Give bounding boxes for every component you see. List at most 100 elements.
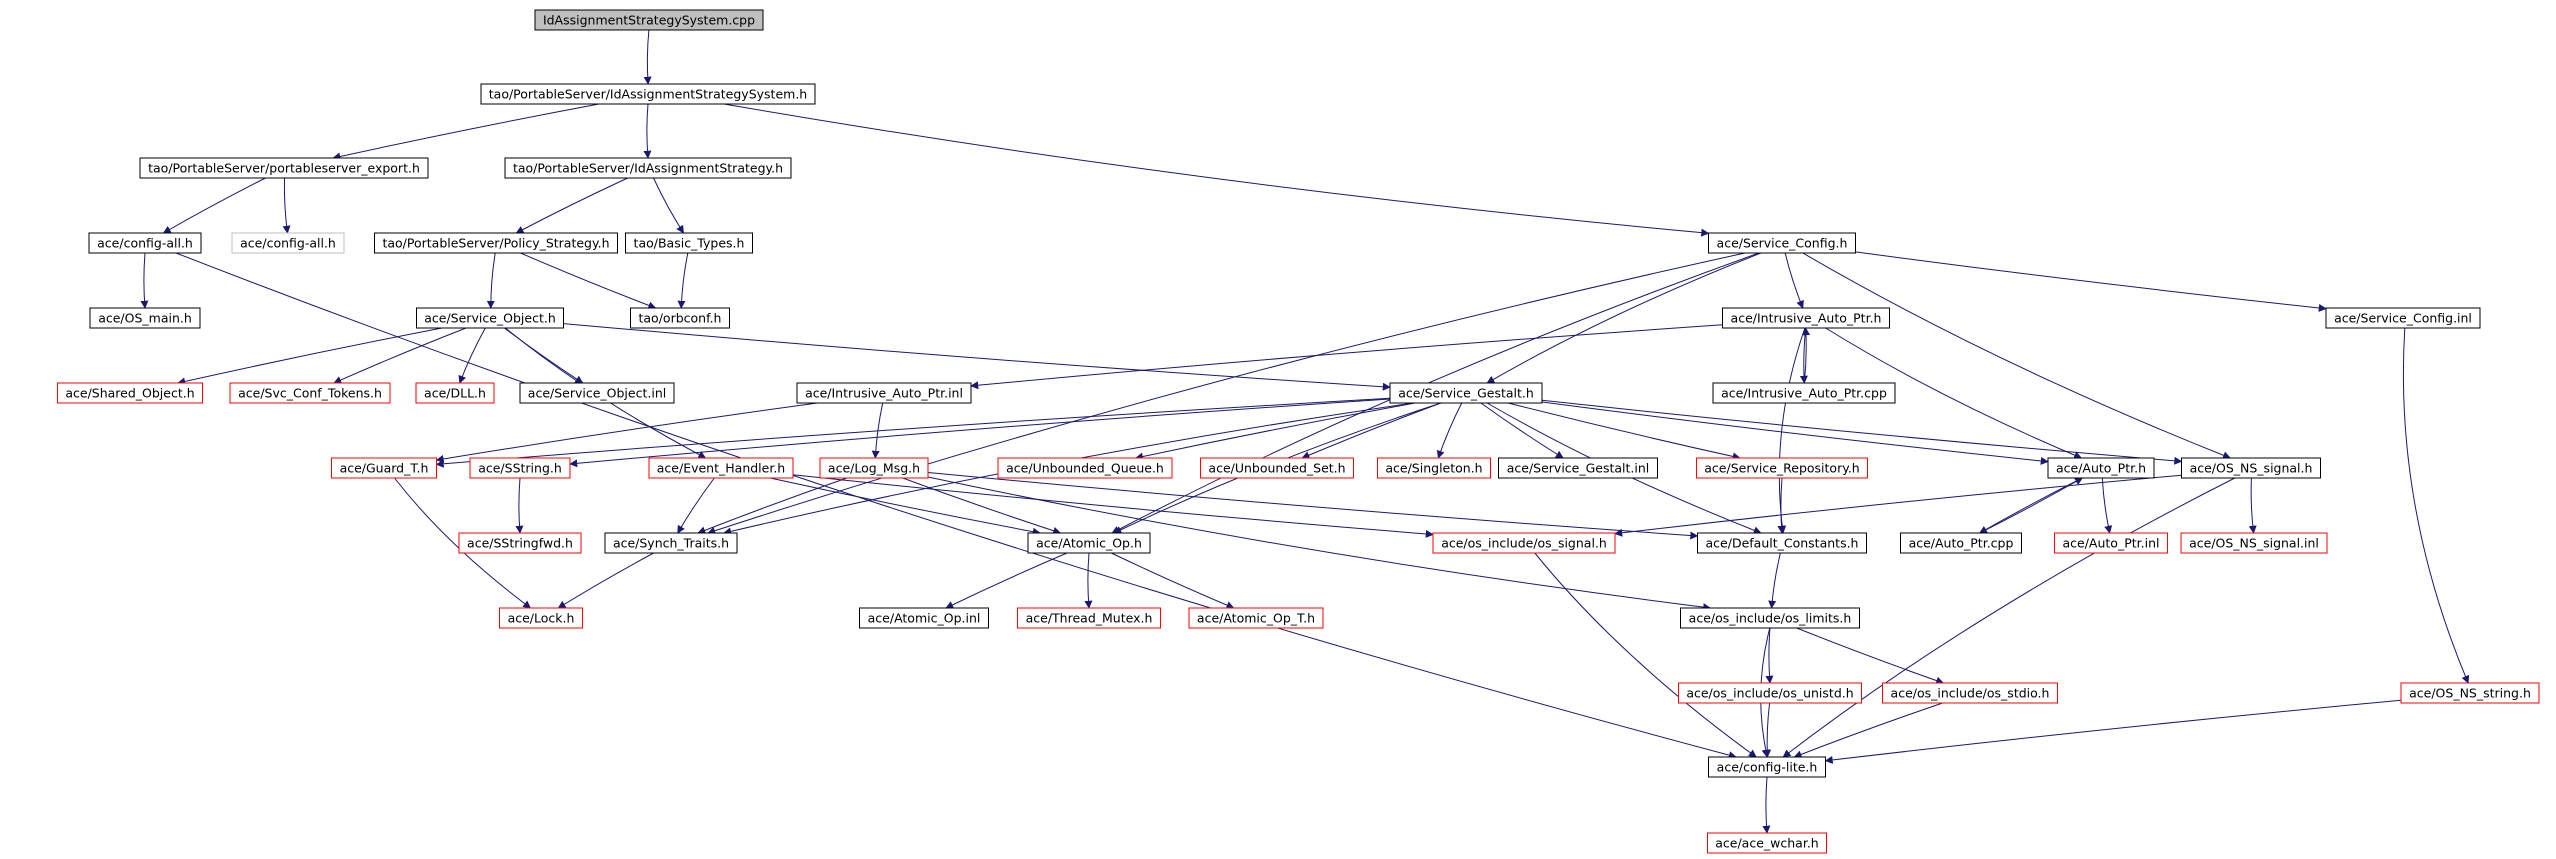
edge-guard-to-lock [394,477,532,609]
file-node-ace-thread-mutex-h[interactable]: ace/Thread_Mutex.h [1017,607,1161,629]
file-node-ace-event-handler-h[interactable]: ace/Event_Handler.h [648,457,794,479]
file-node-ace-atomic-op-inl[interactable]: ace/Atomic_Op.inl [859,607,989,629]
file-node-ace-service-gestalt-h[interactable]: ace/Service_Gestalt.h [1389,382,1543,404]
file-node-ace-service-config-inl[interactable]: ace/Service_Config.inl [2325,307,2481,329]
file-node-ace-atomic-op-t-h[interactable]: ace/Atomic_Op_T.h [1188,607,1324,629]
file-node-label: tao/orbconf.h [639,311,722,326]
file-node-label: ace/Service_Config.inl [2334,311,2472,326]
file-node-box [416,307,564,329]
file-node-ace-singleton-h[interactable]: ace/Singleton.h [1377,457,1491,479]
file-node-label: ace/Log_Msg.h [828,461,920,476]
file-node-ace-svc-conf-tokens-h[interactable]: ace/Svc_Conf_Tokens.h [229,382,391,404]
file-node-label: ace/os_include/os_stdio.h [1891,686,2050,701]
file-node-ace-intrusive-auto-ptr-cpp[interactable]: ace/Intrusive_Auto_Ptr.cpp [1712,382,1896,404]
file-node-label: ace/config-all.h [97,236,193,251]
edge-autoptr_cpp-to-autoptr_h [1979,477,2083,534]
file-node-box [1696,457,1868,479]
edge-svc_cfg_inl-to-osns_str [2402,327,2470,684]
file-node-ace-unbounded-set-h[interactable]: ace/Unbounded_Set.h [1200,457,1354,479]
file-node-ace-intrusive-auto-ptr-inl[interactable]: ace/Intrusive_Auto_Ptr.inl [796,382,972,404]
file-node-ace-ace-wchar-h[interactable]: ace/ace_wchar.h [1707,832,1827,854]
file-node-tao-portableserver-portableserver-export-h[interactable]: tao/PortableServer/portableserver_export… [139,157,429,179]
file-node-ace-service-config-h[interactable]: ace/Service_Config.h [1708,232,1856,254]
file-node-ace-auto-ptr-inl[interactable]: ace/Auto_Ptr.inl [2054,532,2168,554]
file-node-box [534,9,764,31]
file-node-box [1680,607,1860,629]
edge-svc_obj-to-gestalt [563,323,1391,391]
file-node-ace-guard-t-h[interactable]: ace/Guard_T.h [331,457,437,479]
file-node-ace-sstringfwd-h[interactable]: ace/SStringfwd.h [458,532,582,554]
file-node-tao-portableserver-idassignmentstrategy-h[interactable]: tao/PortableServer/IdAssignmentStrategy.… [504,157,792,179]
file-node-label: ace/Shared_Object.h [65,386,194,401]
file-node-box [331,457,437,479]
file-node-box [2400,682,2540,704]
edge-evh-to-os_sig [792,474,1434,538]
file-node-ace-dll-h[interactable]: ace/DLL.h [415,382,495,404]
edge-repo-to-defconst [1777,477,1786,534]
file-node-box [625,232,753,254]
file-node-label: ace/Service_Gestalt.inl [1507,461,1650,476]
file-node-ace-service-object-inl[interactable]: ace/Service_Object.inl [519,382,675,404]
file-node-box [458,532,582,554]
file-node-box [796,382,972,404]
file-node-ace-default-constants-h[interactable]: ace/Default_Constants.h [1697,532,1867,554]
file-node-box [1882,682,2058,704]
file-node-label: ace/Event_Handler.h [657,461,785,476]
file-node-ace-auto-ptr-h[interactable]: ace/Auto_Ptr.h [2047,457,2155,479]
edge-gestalt-to-unb_q [1135,402,1416,461]
edge-svc_cfg-to-iap_h [1784,252,1804,309]
file-node-ace-service-object-h[interactable]: ace/Service_Object.h [416,307,564,329]
file-node-ace-os-include-os-unistd-h[interactable]: ace/os_include/os_unistd.h [1678,682,1862,704]
file-node-tao-portableserver-policy-strategy-h[interactable]: tao/PortableServer/Policy_Strategy.h [374,232,618,254]
file-node-ace-config-all-h[interactable]: ace/config-all.h [88,232,202,254]
file-node-idassignmentstrategysystem-cpp[interactable]: IdAssignmentStrategySystem.cpp [534,9,764,31]
file-node-ace-os-include-os-stdio-h[interactable]: ace/os_include/os_stdio.h [1882,682,2058,704]
file-node-ace-atomic-op-h[interactable]: ace/Atomic_Op.h [1027,532,1151,554]
edge-evh-to-synch [677,477,715,534]
edge-ids_h-to-ias_h [643,103,652,159]
file-node-box [374,232,618,254]
file-node-ace-unbounded-queue-h[interactable]: ace/Unbounded_Queue.h [997,457,1173,479]
file-node-label: ace/Intrusive_Auto_Ptr.inl [805,386,963,401]
file-nodes: IdAssignmentStrategySystem.cpp tao/Portab… [57,9,2540,854]
file-node-box [88,232,202,254]
file-node-ace-os-ns-signal-h[interactable]: ace/OS_NS_signal.h [2181,457,2321,479]
edge-cfg_all-to-cfg_lite [175,252,1737,760]
edge-gestalt-to-osns_sig [1541,399,2183,465]
file-node-ace-sstring-h[interactable]: ace/SString.h [469,457,571,479]
file-node-ace-auto-ptr-cpp[interactable]: ace/Auto_Ptr.cpp [1900,532,2022,554]
file-node-tao-orbconf-h[interactable]: tao/orbconf.h [630,307,730,329]
edge-ps_export-to-cfg_all [162,177,266,234]
file-node-label: ace/config-lite.h [1717,760,1818,775]
file-node-ace-log-msg-h[interactable]: ace/Log_Msg.h [819,457,929,479]
file-node-ace-shared-object-h[interactable]: ace/Shared_Object.h [57,382,203,404]
file-node-box [1712,382,1896,404]
file-node-ace-lock-h[interactable]: ace/Lock.h [499,607,583,629]
edge-iap_cpp-to-iap_h [1802,327,1811,384]
file-node-label: ace/Singleton.h [1385,461,1482,476]
file-node-ace-os-include-os-limits-h[interactable]: ace/os_include/os_limits.h [1680,607,1860,629]
file-node-label: ace/DLL.h [424,386,486,401]
file-node-ace-intrusive-auto-ptr-h[interactable]: ace/Intrusive_Auto_Ptr.h [1722,307,1890,329]
edge-gestalt-to-gestalt_inl [1480,402,1564,459]
edge-atomic_h-to-atomic_inl [945,552,1068,609]
file-node-ace-service-gestalt-inl[interactable]: ace/Service_Gestalt.inl [1498,457,1658,479]
file-node-ace-config-lite-h[interactable]: ace/config-lite.h [1708,756,1826,778]
file-node-box [1697,532,1867,554]
file-node-label: ace/Atomic_Op.h [1036,536,1142,551]
file-node-ace-os-include-os-signal-h[interactable]: ace/os_include/os_signal.h [1432,532,1616,554]
file-node-ace-service-repository-h[interactable]: ace/Service_Repository.h [1696,457,1868,479]
edge-gestalt-to-unb_s [1301,402,1441,459]
file-node-ace-os-ns-string-h[interactable]: ace/OS_NS_string.h [2400,682,2540,704]
file-node-box [630,307,730,329]
file-node-ace-os-ns-signal-inl[interactable]: ace/OS_NS_signal.inl [2180,532,2328,554]
edge-logmsg-to-synch [697,477,848,535]
file-node-ace-synch-traits-h[interactable]: ace/Synch_Traits.h [604,532,738,554]
file-node-tao-basic-types-h[interactable]: tao/Basic_Types.h [625,232,753,254]
edge-gestalt-to-repo [1507,402,1741,461]
file-node-box [1027,532,1151,554]
file-node-tao-portableserver-idassignmentstrategysystem-h[interactable]: tao/PortableServer/IdAssignmentStrategyS… [480,83,816,105]
file-node-ace-os-main-h[interactable]: ace/OS_main.h [89,307,201,329]
edge-atomic_h-to-atomic_t [1111,552,1235,609]
